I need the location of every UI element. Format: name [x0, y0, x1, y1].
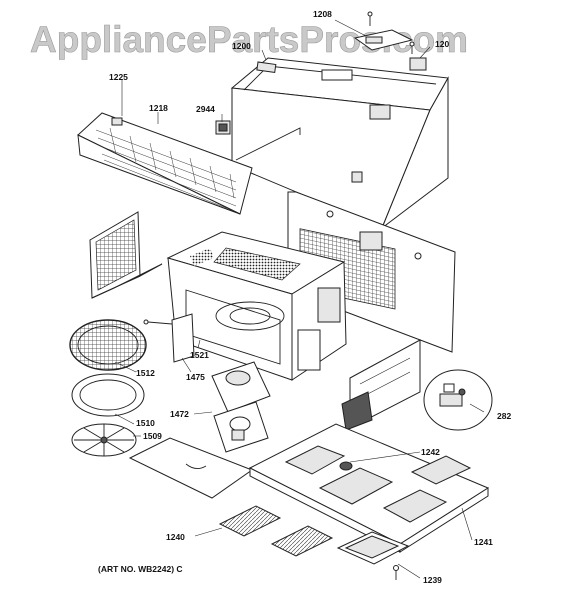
part-1200-outer-case [230, 57, 449, 230]
label-2944: 2944 [196, 104, 215, 114]
leader-lines [114, 19, 485, 579]
part-number-labels: 1208 1200 120 1225 1218 2944 1512 1475 1… [98, 9, 511, 585]
label-1509: 1509 [143, 431, 162, 441]
part-2944-clip [215, 120, 231, 135]
label-1241: 1241 [474, 537, 493, 547]
label-1225: 1225 [109, 72, 128, 82]
label-282: 282 [497, 411, 511, 421]
label-1472: 1472 [170, 409, 189, 419]
part-1218-vent-grille [77, 112, 253, 215]
part-1472-turntable-motor [211, 361, 271, 453]
part-1512-turntable-plate [69, 319, 147, 371]
label-1240: 1240 [166, 532, 185, 542]
part-1510-roller-ring [71, 373, 145, 417]
part-1208-top-bracket [353, 11, 415, 54]
part-1240-grease-filters [218, 505, 334, 557]
label-1475: 1475 [186, 372, 205, 382]
label-1200: 1200 [232, 41, 251, 51]
part-1475-waveguide-cover [143, 313, 195, 363]
label-1510: 1510 [136, 418, 155, 428]
label-1512: 1512 [136, 368, 155, 378]
part-oven-cavity [166, 231, 347, 381]
label-120-partial: 120 [435, 39, 449, 49]
part-charcoal-filter-left [89, 211, 163, 299]
part-1239-light-cover [336, 531, 410, 580]
art-number-caption: (ART NO. WB2242) C [98, 564, 183, 574]
label-1218: 1218 [149, 103, 168, 113]
part-1241-base-plate [248, 423, 490, 553]
label-1521: 1521 [190, 350, 209, 360]
label-1242: 1242 [421, 447, 440, 457]
part-side-panel [341, 339, 421, 431]
part-282-switch-detail [423, 369, 493, 431]
label-1239: 1239 [423, 575, 442, 585]
part-1509-roller-guide [71, 423, 137, 457]
label-1208: 1208 [313, 9, 332, 19]
